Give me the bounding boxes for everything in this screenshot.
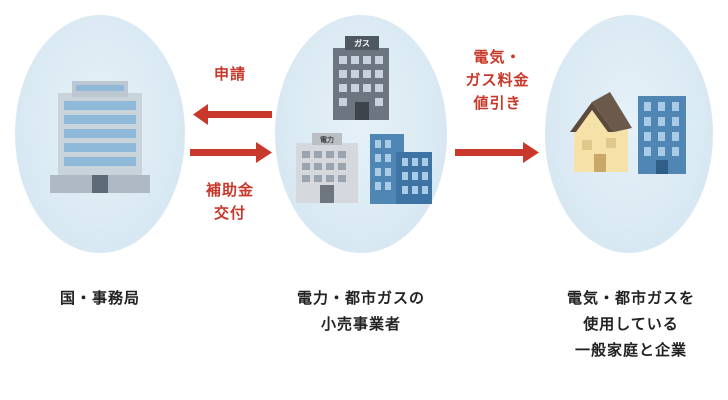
arrow-discount (455, 142, 539, 163)
gas-sign: ガス (354, 38, 370, 48)
government-office-building-icon (50, 81, 150, 193)
application-flow-label: 申請 (213, 65, 246, 83)
subsidy-flow-label: 補助金 交付 (205, 181, 254, 222)
government-label: 国・事務局 (59, 289, 140, 307)
electric-sign: 電力 (320, 135, 334, 144)
house-icon (570, 92, 632, 172)
arrow-application (193, 104, 272, 125)
electric-company-building-icon: 電力 (296, 133, 358, 203)
utility-label: 電力・都市ガスの 小売事業者 (296, 289, 425, 333)
gas-company-building-icon: ガス (333, 36, 389, 120)
consumers-label: 電気・都市ガスを 使用している 一般家庭と企業 (566, 289, 695, 359)
arrow-subsidy (190, 142, 272, 163)
office-buildings-icon (370, 134, 432, 204)
discount-flow-label: 電気・ ガス料金 値引き (465, 48, 530, 112)
office-building-icon (638, 96, 686, 174)
